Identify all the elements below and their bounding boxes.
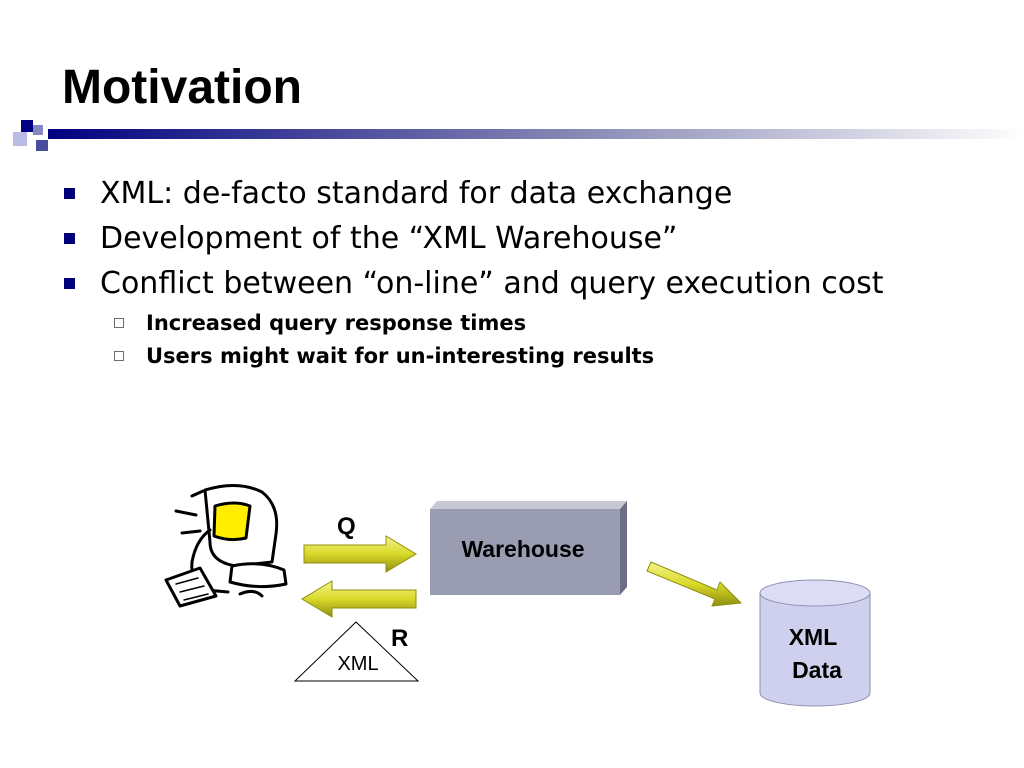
hollow-square-bullet-icon [114,351,124,361]
query-arrow-icon [303,535,417,573]
xml-data-cylinder [759,579,871,707]
title-gradient-rule [13,120,1024,151]
xml-result-triangle [293,621,420,682]
bullet-text: Development of the “XML Warehouse” [100,221,678,256]
sub-bullet-text: Increased query response times [146,311,527,335]
bullet-item: Conflict between “on-line” and query exe… [62,262,1012,307]
slide-title: Motivation [62,61,302,114]
sub-bullet-text: Users might wait for un-interesting resu… [146,344,655,368]
square-bullet-icon [64,188,75,199]
warehouse-label: Warehouse [461,536,584,562]
sub-bullet-item: Users might wait for un-interesting resu… [62,340,1012,373]
xml-result-label: XML [337,653,378,675]
result-arrow-icon [301,580,417,618]
query-label: Q [337,513,356,540]
bullet-item: Development of the “XML Warehouse” [62,217,1012,262]
bullet-text: XML: de-facto standard for data exchange [100,176,733,211]
user-computer-icon [164,484,288,608]
bullet-item: XML: de-facto standard for data exchange [62,172,1012,217]
bullet-list: XML: de-facto standard for data exchange… [62,172,1012,373]
result-label: R [391,625,408,652]
square-bullet-icon [64,278,75,289]
sub-bullet-item: Increased query response times [62,307,1012,340]
hollow-square-bullet-icon [114,318,124,328]
warehouse-box [430,501,627,595]
bullet-text: Conflict between “on-line” and query exe… [100,266,884,301]
square-bullet-icon [64,233,75,244]
xml-data-label-line2: Data [792,657,842,683]
xml-data-label-line1: XML [789,624,838,650]
load-arrow-icon [646,561,743,607]
